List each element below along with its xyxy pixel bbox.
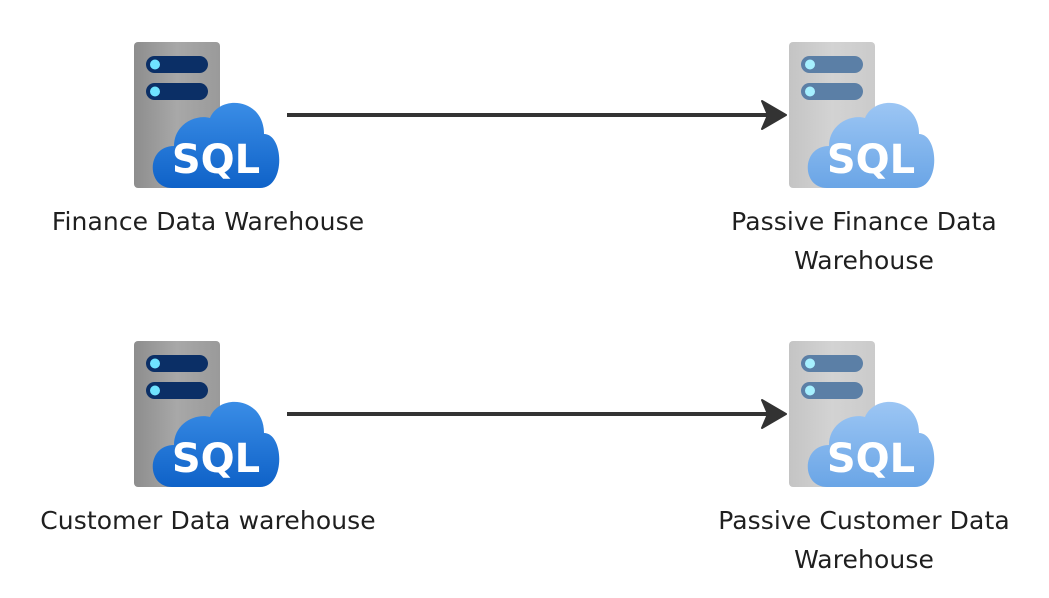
sql-server-icon: SQL	[789, 42, 935, 188]
node-label: Passive Finance Data Warehouse	[704, 202, 1024, 280]
sql-icon-text: SQL	[172, 436, 260, 482]
node-label: Finance Data Warehouse	[51, 207, 365, 236]
sql-icon-text: SQL	[827, 137, 915, 183]
sql-icon-text: SQL	[172, 137, 260, 183]
sql-server-icon: SQL	[789, 341, 935, 487]
sql-server-icon: SQL	[134, 42, 280, 188]
node-label-line1: Passive Finance Data	[731, 207, 997, 236]
node-label-line1: Passive Customer Data	[718, 506, 1010, 535]
sql-icon-text: SQL	[827, 436, 915, 482]
node-label: Customer Data warehouse	[40, 506, 376, 535]
edge-finance	[287, 100, 787, 130]
node-label: Passive Customer Data Warehouse	[694, 501, 1034, 579]
edge-customer	[287, 399, 787, 429]
node-label-line2: Warehouse	[794, 246, 934, 275]
sql-server-icon: SQL	[134, 341, 280, 487]
node-label-line2: Warehouse	[794, 545, 934, 574]
